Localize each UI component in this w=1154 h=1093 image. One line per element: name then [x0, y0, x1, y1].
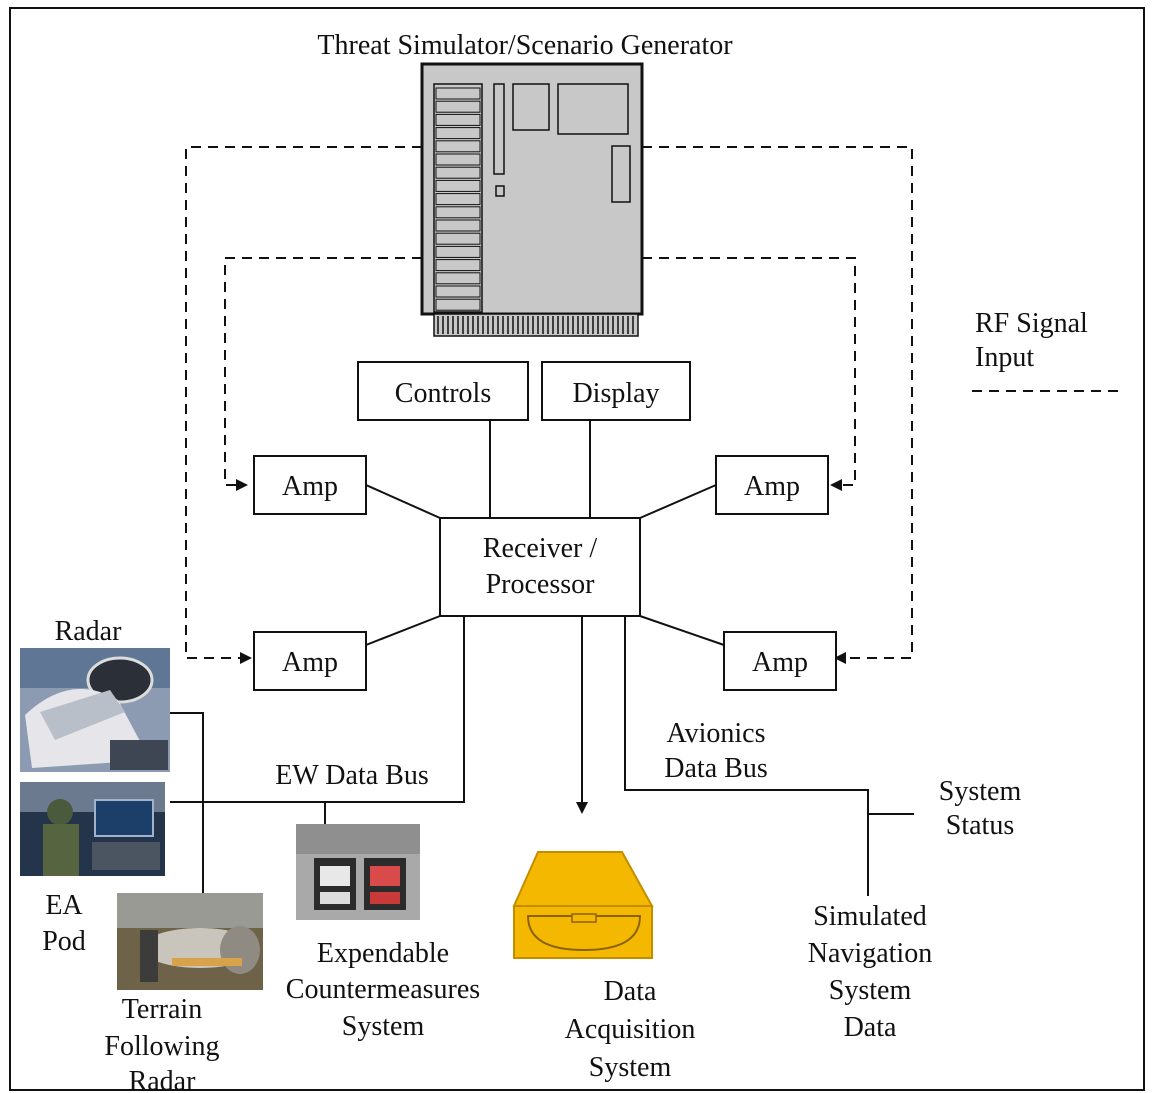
figure-border [9, 7, 1145, 1091]
card-slot [435, 232, 481, 245]
ew-data-bus-line [170, 616, 465, 803]
card-slot [435, 140, 481, 153]
amp-top-left-link [365, 484, 441, 519]
amp-bottom-left-label: Amp [282, 647, 338, 678]
title: Threat Simulator/Scenario Generator [317, 30, 733, 61]
ew-data-bus-label: EW Data Bus [275, 760, 428, 791]
sim-nav-label-line4: Data [844, 1012, 897, 1043]
ea-pod-photo [20, 782, 165, 876]
amp-top-right-label: Amp [744, 471, 800, 502]
amp-bottom-left-link [365, 615, 441, 646]
card-slot [435, 272, 481, 285]
radar-label: Radar [55, 616, 123, 647]
receiver-label-line2: Processor [486, 569, 596, 600]
card-slot [435, 166, 481, 179]
legend-label-line2: Input [975, 342, 1034, 373]
display-box [541, 361, 691, 421]
amp-bottom-left-box [253, 631, 367, 691]
card-slot [435, 245, 481, 258]
sim-nav-label-line3: System [829, 975, 912, 1006]
amp-top-right-link [639, 484, 717, 519]
avionics-label-line2: Data Bus [664, 753, 767, 784]
rf-line-inner-left [224, 257, 422, 491]
expendable-label-line2: Countermeasures [286, 974, 480, 1005]
card-slot [435, 179, 481, 192]
avionics-label-line1: Avionics [666, 718, 765, 749]
system-status-line1: System [939, 776, 1022, 807]
expendable-countermeasures-photo [296, 824, 420, 920]
card-slot [435, 219, 481, 232]
avionics-data-bus-line [624, 616, 869, 896]
amp-top-right-box [715, 455, 829, 515]
ea-pod-label-line2: Pod [42, 926, 86, 957]
display-label: Display [572, 378, 659, 409]
data-acquisition-drive-icon [512, 851, 654, 959]
card-slot [435, 127, 481, 140]
terrain-following-radar-photo [117, 893, 263, 990]
terrain-label-line1: Terrain [122, 994, 202, 1025]
data-acquisition-label-line2: Acquisition [565, 1014, 696, 1045]
card-slot [435, 100, 481, 113]
sim-nav-label-line2: Navigation [808, 938, 932, 969]
amp-top-left-box [253, 455, 367, 515]
data-acquisition-label-line1: Data [604, 976, 657, 1007]
radar-link-line [170, 712, 204, 895]
rf-line-inner-right [642, 257, 856, 491]
expendable-label-line3: System [342, 1011, 425, 1042]
card-slot [435, 87, 481, 100]
legend-label-line1: RF Signal [975, 308, 1088, 339]
controls-label: Controls [395, 378, 491, 409]
terrain-label-line3: Radar [129, 1066, 197, 1093]
system-status-line2: Status [946, 810, 1014, 841]
controls-box [357, 361, 529, 421]
amp-bottom-right-label: Amp [752, 647, 808, 678]
card-slot [435, 153, 481, 166]
amp-top-left-label: Amp [282, 471, 338, 502]
data-acquisition-label-line3: System [589, 1052, 672, 1083]
ea-pod-label-line1: EA [45, 890, 83, 921]
card-slot [435, 285, 481, 298]
receiver-label-line1: Receiver / [483, 533, 597, 564]
receiver-processor-box [439, 517, 641, 617]
sim-nav-label-line1: Simulated [813, 901, 927, 932]
rf-line-outer-right [642, 146, 913, 664]
threat-simulator-chassis [420, 62, 644, 337]
card-slot [435, 259, 481, 272]
card-slot [435, 206, 481, 219]
radar-photo [20, 648, 170, 772]
amp-bottom-right-link [639, 615, 725, 646]
terrain-label-line2: Following [104, 1031, 219, 1062]
expendable-label-line1: Expendable [317, 938, 449, 969]
card-slot [435, 113, 481, 126]
card-slot [435, 298, 481, 311]
amp-bottom-right-box [723, 631, 837, 691]
card-slot [435, 193, 481, 206]
